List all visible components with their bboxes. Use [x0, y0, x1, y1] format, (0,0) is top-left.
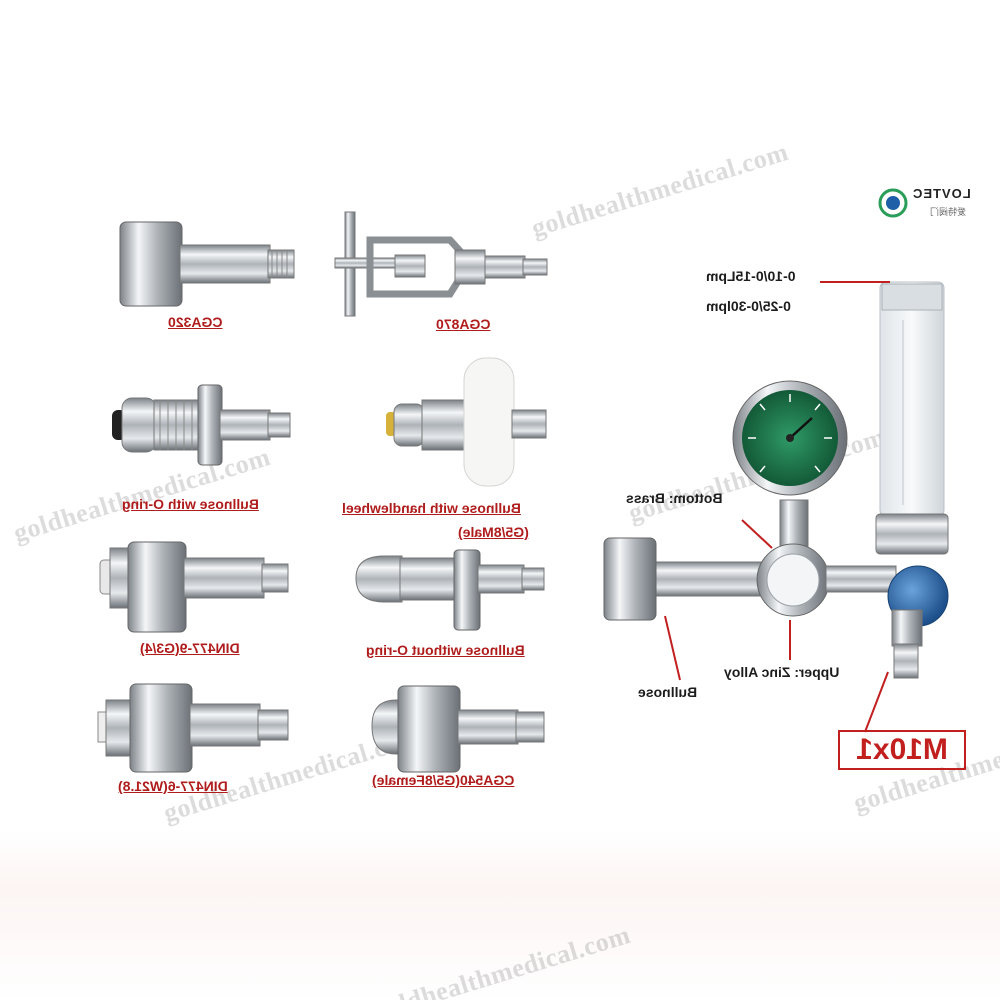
callout-bottom-material: Bottom: Brass: [626, 490, 723, 506]
logo-brand-text: LOVTEC: [912, 186, 971, 201]
label-cga540: CGA540(G5/8Female): [372, 772, 515, 788]
part-bullnose-oring: [112, 384, 291, 466]
part-cga540: [371, 685, 545, 773]
label-cga870: CGA870: [436, 316, 491, 332]
part-cga870: [334, 211, 548, 317]
callout-upper-material: Upper: Zinc Alloy: [724, 664, 840, 680]
callout-flow-range-1: 0-10/0-15Lpm: [706, 268, 796, 284]
callout-outlet-thread: M10x1: [838, 730, 966, 770]
part-cga320: [119, 221, 295, 307]
logo-sub-text: 爱特阀门: [930, 207, 967, 217]
part-bullnose-handlewheel: [386, 357, 547, 487]
label-bullnose-oring: Bullnose with O-ring: [122, 496, 259, 512]
part-din477-9: [99, 541, 289, 633]
brand-logo: LOVTEC 爱特阀门: [872, 184, 982, 220]
logo-mark-icon: [878, 188, 908, 218]
label-bullnose-handlewheel: Bullnose with handlewheel: [342, 500, 521, 516]
label-din477-6: DIN477-6(W21.8): [118, 778, 228, 794]
callout-inlet-bullnose: Bullnose: [638, 684, 698, 700]
label-bullnose-no-oring: Bullnose without O-ring: [366, 642, 525, 658]
part-din477-6: [97, 683, 289, 773]
regulator-assembly: [603, 281, 949, 733]
label-din477-9: DIN477-9(G3/4): [140, 640, 240, 656]
label-cga320: CGA320: [168, 314, 223, 330]
part-bullnose-no-oring: [355, 549, 545, 631]
callout-flow-range-2: 0-25/0-30lpm: [706, 298, 791, 314]
label-g58male: (G5/8Male): [458, 524, 529, 540]
bottom-fade: [0, 830, 1000, 1000]
